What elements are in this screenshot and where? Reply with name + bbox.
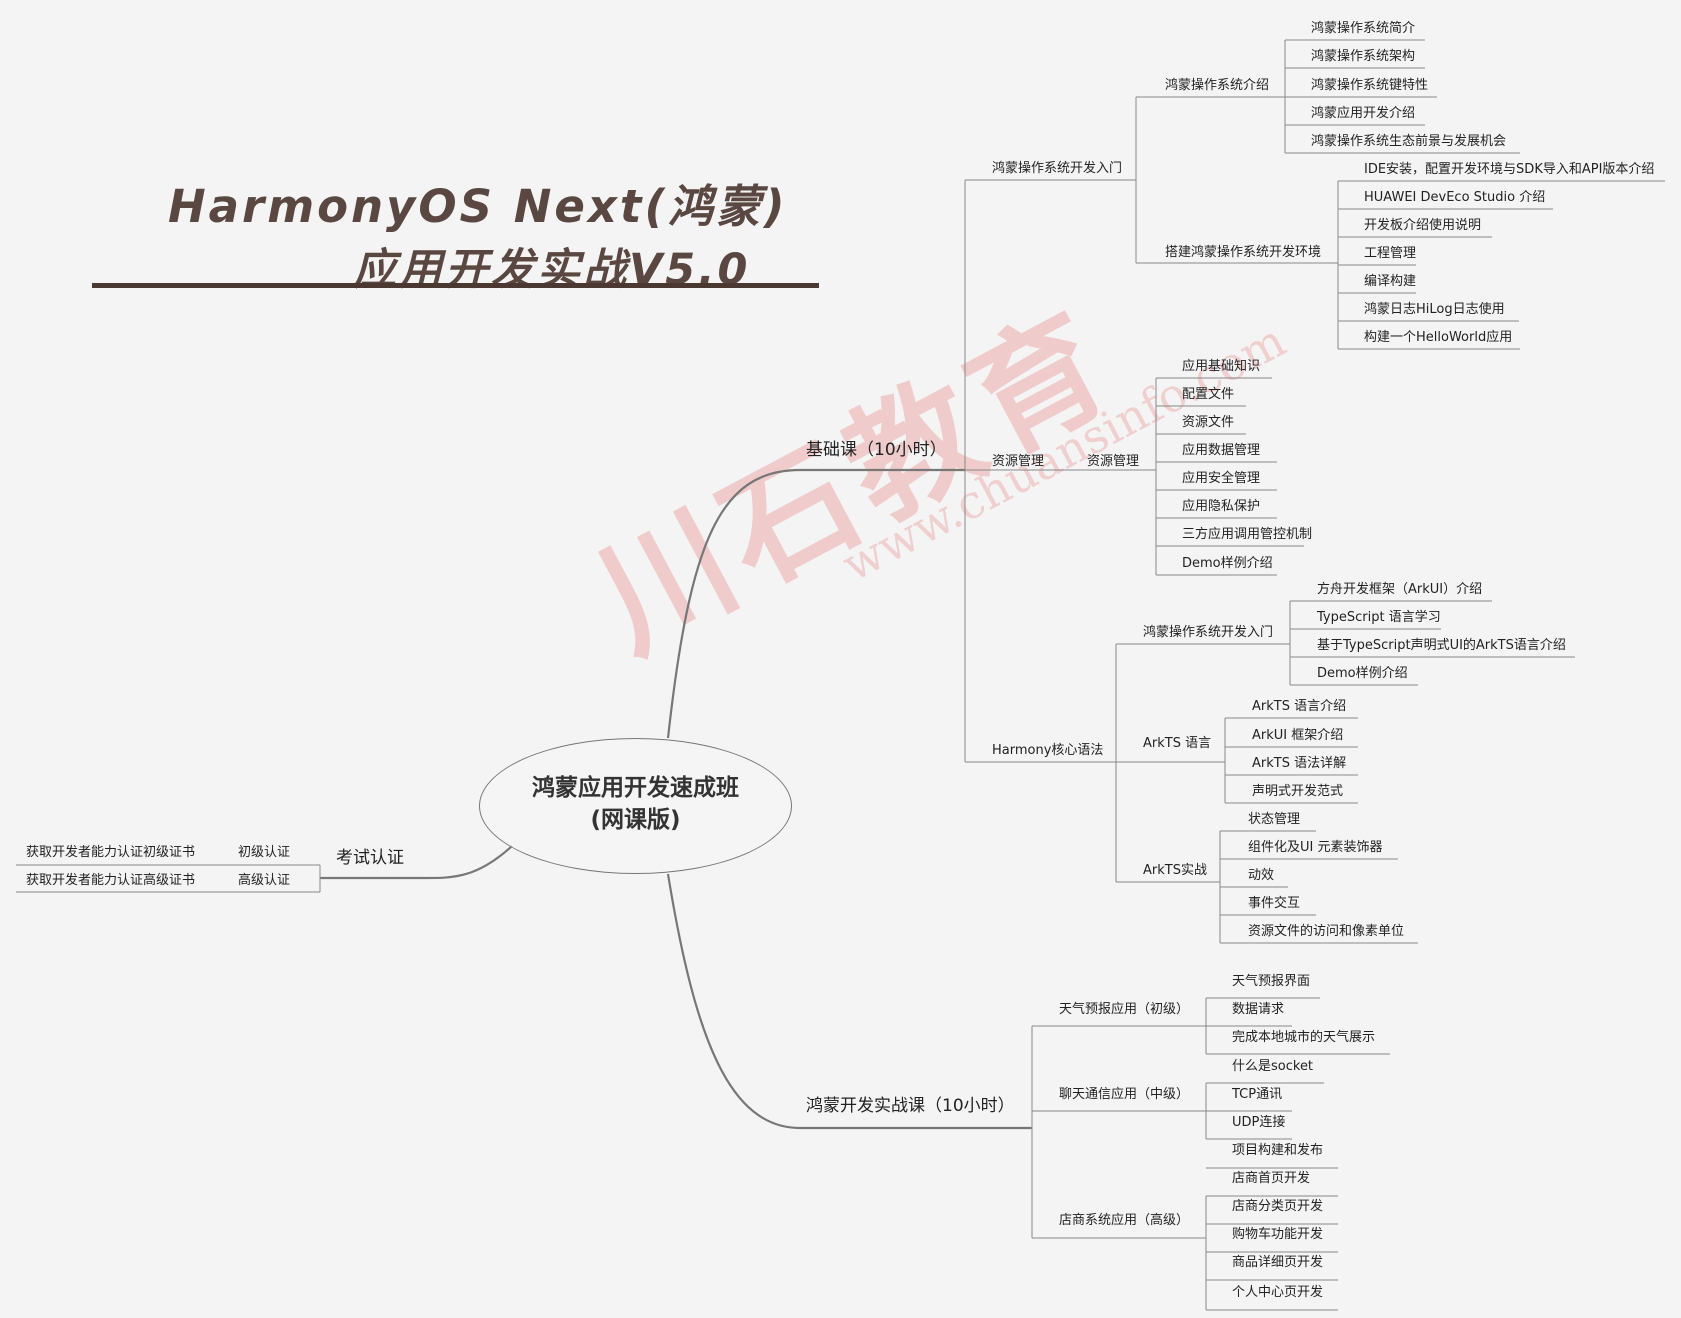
subtopic-resource-inner[interactable]: 资源管理 xyxy=(1087,454,1140,469)
leaf-weather-3[interactable]: 完成本地城市的天气展示 xyxy=(1232,1030,1376,1045)
leaf-os-intro-3[interactable]: 鸿蒙操作系统键特性 xyxy=(1311,78,1429,93)
leaf-practice-3[interactable]: 动效 xyxy=(1248,868,1275,883)
leaf-resource-6[interactable]: 应用隐私保护 xyxy=(1182,499,1261,514)
leaf-shop-1[interactable]: 项目构建和发布 xyxy=(1232,1143,1324,1158)
leaf-weather-1[interactable]: 天气预报界面 xyxy=(1232,974,1311,989)
leaf-shop-5[interactable]: 商品详细页开发 xyxy=(1232,1255,1324,1270)
root-node-label: 鸿蒙应用开发速成班 (网课版) xyxy=(479,772,792,836)
topic-basic-course[interactable]: 基础课（10小时） xyxy=(806,440,947,460)
leaf-practice-2[interactable]: 组件化及UI 元素装饰器 xyxy=(1248,840,1383,855)
leaf-core-intro-2[interactable]: TypeScript 语言学习 xyxy=(1317,610,1441,625)
leaf-resource-1[interactable]: 应用基础知识 xyxy=(1182,359,1261,374)
subtopic-arkts-language[interactable]: ArkTS 语言 xyxy=(1143,736,1212,751)
leaf-os-intro-2[interactable]: 鸿蒙操作系统架构 xyxy=(1311,49,1416,64)
subtopic-env-setup[interactable]: 搭建鸿蒙操作系统开发环境 xyxy=(1165,245,1322,260)
leaf-core-intro-1[interactable]: 方舟开发框架（ArkUI）介绍 xyxy=(1317,582,1483,597)
leaf-os-intro-4[interactable]: 鸿蒙应用开发介绍 xyxy=(1311,106,1416,121)
leaf-env-1[interactable]: IDE安装，配置开发环境与SDK导入和API版本介绍 xyxy=(1364,162,1655,177)
subtopic-chat-app[interactable]: 聊天通信应用（中级） xyxy=(1059,1087,1190,1102)
leaf-os-intro-5[interactable]: 鸿蒙操作系统生态前景与发展机会 xyxy=(1311,134,1507,149)
leaf-core-intro-4[interactable]: Demo样例介绍 xyxy=(1317,666,1408,681)
leaf-env-3[interactable]: 开发板介绍使用说明 xyxy=(1364,218,1482,233)
leaf-arkts-2[interactable]: ArkUI 框架介绍 xyxy=(1252,728,1344,743)
exam-level-2[interactable]: 高级认证 xyxy=(238,873,291,888)
leaf-env-2[interactable]: HUAWEI DevEco Studio 介绍 xyxy=(1364,190,1546,205)
exam-desc-2[interactable]: 获取开发者能力认证高级证书 xyxy=(26,873,196,888)
subtopic-arkts-practice[interactable]: ArkTS实战 xyxy=(1143,863,1207,878)
topic-project-course[interactable]: 鸿蒙开发实战课（10小时） xyxy=(806,1096,1015,1116)
leaf-shop-6[interactable]: 个人中心页开发 xyxy=(1232,1285,1324,1300)
root-label-line1: 鸿蒙应用开发速成班 xyxy=(532,775,739,801)
leaf-shop-4[interactable]: 购物车功能开发 xyxy=(1232,1227,1324,1242)
leaf-resource-3[interactable]: 资源文件 xyxy=(1182,415,1235,430)
leaf-arkts-1[interactable]: ArkTS 语言介绍 xyxy=(1252,699,1347,714)
leaf-chat-1[interactable]: 什么是socket xyxy=(1232,1059,1314,1074)
root-label-line2: (网课版) xyxy=(590,807,681,833)
leaf-practice-5[interactable]: 资源文件的访问和像素单位 xyxy=(1248,924,1405,939)
subtopic-shop-app[interactable]: 店商系统应用（高级） xyxy=(1059,1213,1190,1228)
subtopic-harmony-core[interactable]: Harmony核心语法 xyxy=(992,743,1104,758)
leaf-core-intro-3[interactable]: 基于TypeScript声明式UI的ArkTS语言介绍 xyxy=(1317,638,1566,653)
leaf-chat-3[interactable]: UDP连接 xyxy=(1232,1115,1286,1130)
leaf-env-4[interactable]: 工程管理 xyxy=(1364,246,1417,261)
leaf-env-6[interactable]: 鸿蒙日志HiLog日志使用 xyxy=(1364,302,1505,317)
exam-desc-1[interactable]: 获取开发者能力认证初级证书 xyxy=(26,845,196,860)
root-node[interactable] xyxy=(479,738,792,874)
leaf-os-intro-1[interactable]: 鸿蒙操作系统简介 xyxy=(1311,21,1416,36)
leaf-shop-2[interactable]: 店商首页开发 xyxy=(1232,1171,1311,1186)
leaf-env-5[interactable]: 编译构建 xyxy=(1364,274,1417,289)
leaf-resource-4[interactable]: 应用数据管理 xyxy=(1182,443,1261,458)
exam-level-1[interactable]: 初级认证 xyxy=(238,845,291,860)
leaf-arkts-4[interactable]: 声明式开发范式 xyxy=(1252,784,1344,799)
leaf-practice-1[interactable]: 状态管理 xyxy=(1248,812,1301,827)
leaf-shop-3[interactable]: 店商分类页开发 xyxy=(1232,1199,1324,1214)
subtopic-resource[interactable]: 资源管理 xyxy=(992,454,1045,469)
leaf-env-7[interactable]: 构建一个HelloWorld应用 xyxy=(1364,330,1513,345)
leaf-resource-2[interactable]: 配置文件 xyxy=(1182,387,1235,402)
leaf-arkts-3[interactable]: ArkTS 语法详解 xyxy=(1252,756,1347,771)
subtopic-weather-app[interactable]: 天气预报应用（初级） xyxy=(1059,1002,1190,1017)
subtopic-core-intro[interactable]: 鸿蒙操作系统开发入门 xyxy=(1143,625,1274,640)
title-underline xyxy=(92,283,819,288)
page-title-line1: HarmonyOS Next(鸿蒙) xyxy=(168,180,788,233)
leaf-resource-7[interactable]: 三方应用调用管控机制 xyxy=(1182,527,1313,542)
leaf-resource-8[interactable]: Demo样例介绍 xyxy=(1182,556,1273,571)
leaf-chat-2[interactable]: TCP通讯 xyxy=(1232,1087,1283,1102)
subtopic-os-intro[interactable]: 鸿蒙操作系统介绍 xyxy=(1165,78,1270,93)
leaf-weather-2[interactable]: 数据请求 xyxy=(1232,1002,1285,1017)
topic-exam[interactable]: 考试认证 xyxy=(336,848,404,868)
subtopic-os-dev-intro[interactable]: 鸿蒙操作系统开发入门 xyxy=(992,161,1123,176)
leaf-resource-5[interactable]: 应用安全管理 xyxy=(1182,471,1261,486)
leaf-practice-4[interactable]: 事件交互 xyxy=(1248,896,1301,911)
